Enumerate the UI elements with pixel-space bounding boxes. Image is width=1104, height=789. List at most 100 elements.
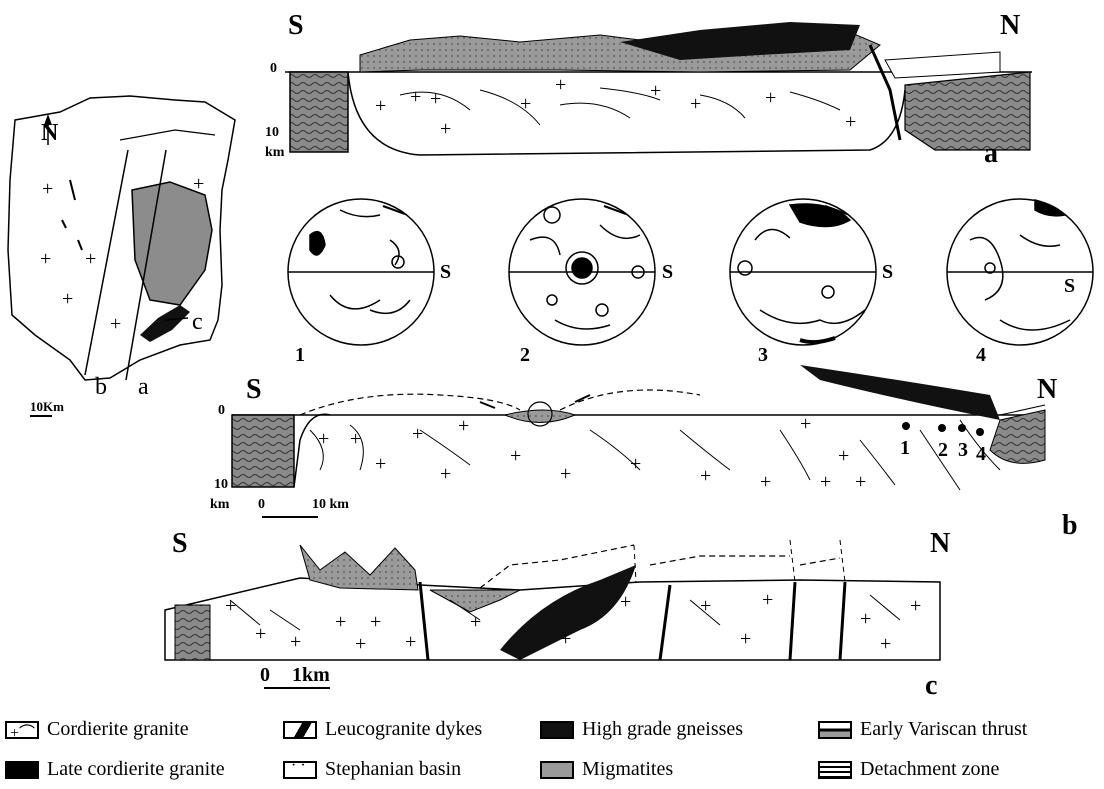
section-b-south-label: S [246,376,262,404]
section-a: +++ +++ +++ + [285,22,1032,155]
svg-text:+: + [40,248,51,270]
map-scale-label: 10Km [30,400,64,413]
svg-text:+: + [412,423,423,445]
svg-text:+: + [62,288,73,310]
svg-text:+: + [440,118,451,140]
stereonet-3 [730,199,876,345]
stereonet-4 [947,199,1093,345]
svg-text:+: + [740,628,751,650]
leucogranite-dykes-swatch [283,721,317,739]
legend-item-late-cordierite-granite: Late cordierite granite [5,758,225,781]
stereonet-1-label: 1 [295,345,305,365]
svg-text:+: + [405,631,416,653]
section-c-scale-start: 0 [260,665,270,685]
svg-text:+: + [440,463,451,485]
stereonet-1 [288,199,434,345]
section-b-sites [902,422,984,436]
stereonet-4-label: 4 [976,345,986,365]
svg-text:+: + [85,248,96,270]
svg-text:+: + [700,465,711,487]
section-b-scale-end: 10 km [312,498,349,512]
svg-text:+: + [620,591,631,613]
svg-text:+: + [510,445,521,467]
legend-label: Cordierite granite [47,718,189,741]
legend-label: High grade gneisses [582,718,743,741]
legend-item-leucogranite-dykes: Leucogranite dykes [283,718,482,741]
section-a-label: a [984,140,998,168]
stereonet-2-label: 2 [520,345,530,365]
svg-text:+: + [845,111,856,133]
section-b-site-4: 4 [976,444,986,464]
svg-text:+: + [560,628,571,650]
svg-text:+: + [375,95,386,117]
svg-text:+: + [255,623,266,645]
svg-text:+: + [820,471,831,493]
section-a-depth-top: 0 [270,62,277,76]
section-b-site-3: 3 [958,440,968,460]
section-b-label: b [1062,512,1078,540]
stereonet-1-axis-label: S [440,262,451,282]
late-cordierite-granite-swatch [5,761,39,779]
svg-text:+: + [560,463,571,485]
svg-text:+: + [290,631,301,653]
stereonet-3-label: 3 [758,345,768,365]
svg-text:+: + [880,633,891,655]
section-a-south-label: S [288,12,304,40]
section-c-label: c [925,672,937,700]
section-b-scale-start: 0 [258,498,265,512]
section-b: +++ +++ +++ +++ +++ [232,365,1045,517]
svg-text:+: + [760,471,771,493]
stereonet-4-axis-label: S [1064,276,1075,296]
svg-text:+: + [370,611,381,633]
svg-text:+: + [458,415,469,437]
legend-item-stephanian-basin: · · Stephanian basin [283,758,461,781]
section-c-south-label: S [172,530,188,558]
stephanian-basin-swatch: · · [283,761,317,779]
svg-text:+: + [860,608,871,630]
svg-text:+: + [555,74,566,96]
legend-label: Migmatites [582,758,673,781]
legend-label: Detachment zone [860,758,999,781]
svg-text:+: + [630,453,641,475]
map-profile-c-label: c [192,310,203,334]
early-variscan-thrust-swatch [818,721,852,739]
map-profile-a-label: a [138,375,149,399]
high-grade-gneisses-swatch [540,721,574,739]
svg-text:+: + [910,595,921,617]
svg-text:+: + [855,471,866,493]
section-b-site-1: 1 [900,438,910,458]
legend-item-cordierite-granite: +⌒ Cordierite granite [5,718,189,741]
section-a-depth-bottom: 10 [265,126,279,140]
svg-text:+: + [800,413,811,435]
map-profile-b-label: b [95,375,107,399]
section-b-depth-unit: km [210,498,229,512]
svg-text:+: + [110,313,121,335]
legend-item-early-variscan-thrust: Early Variscan thrust [818,718,1027,741]
svg-text:+: + [762,589,773,611]
svg-text:+: + [350,428,361,450]
legend-label: Early Variscan thrust [860,718,1027,741]
section-b-depth-top: 0 [218,404,225,418]
section-b-gneiss-block [232,415,294,487]
section-b-site-2: 2 [938,440,948,460]
legend-label: Leucogranite dykes [325,718,482,741]
section-c: +++ +++ +++ +++ +++ + [165,540,940,688]
section-a-gneiss-block [290,72,348,152]
section-a-depth-unit: km [265,146,284,160]
detachment-zone-swatch [818,761,852,779]
svg-text:+: + [838,445,849,467]
section-b-depth-bottom: 10 [214,478,228,492]
stereonet-2 [509,199,655,345]
map-north-label: N [41,121,58,145]
legend-label: Late cordierite granite [47,758,225,781]
section-b-gneiss-slab [800,365,1000,420]
section-c-north-label: N [930,530,950,558]
svg-text:+: + [318,428,329,450]
cordierite-granite-swatch: +⌒ [5,721,39,739]
svg-text:+: + [520,93,531,115]
legend-item-migmatites: Migmatites [540,758,673,781]
section-b-north-label: N [1037,376,1057,404]
svg-text:+: + [42,178,53,200]
svg-text:+: + [335,611,346,633]
